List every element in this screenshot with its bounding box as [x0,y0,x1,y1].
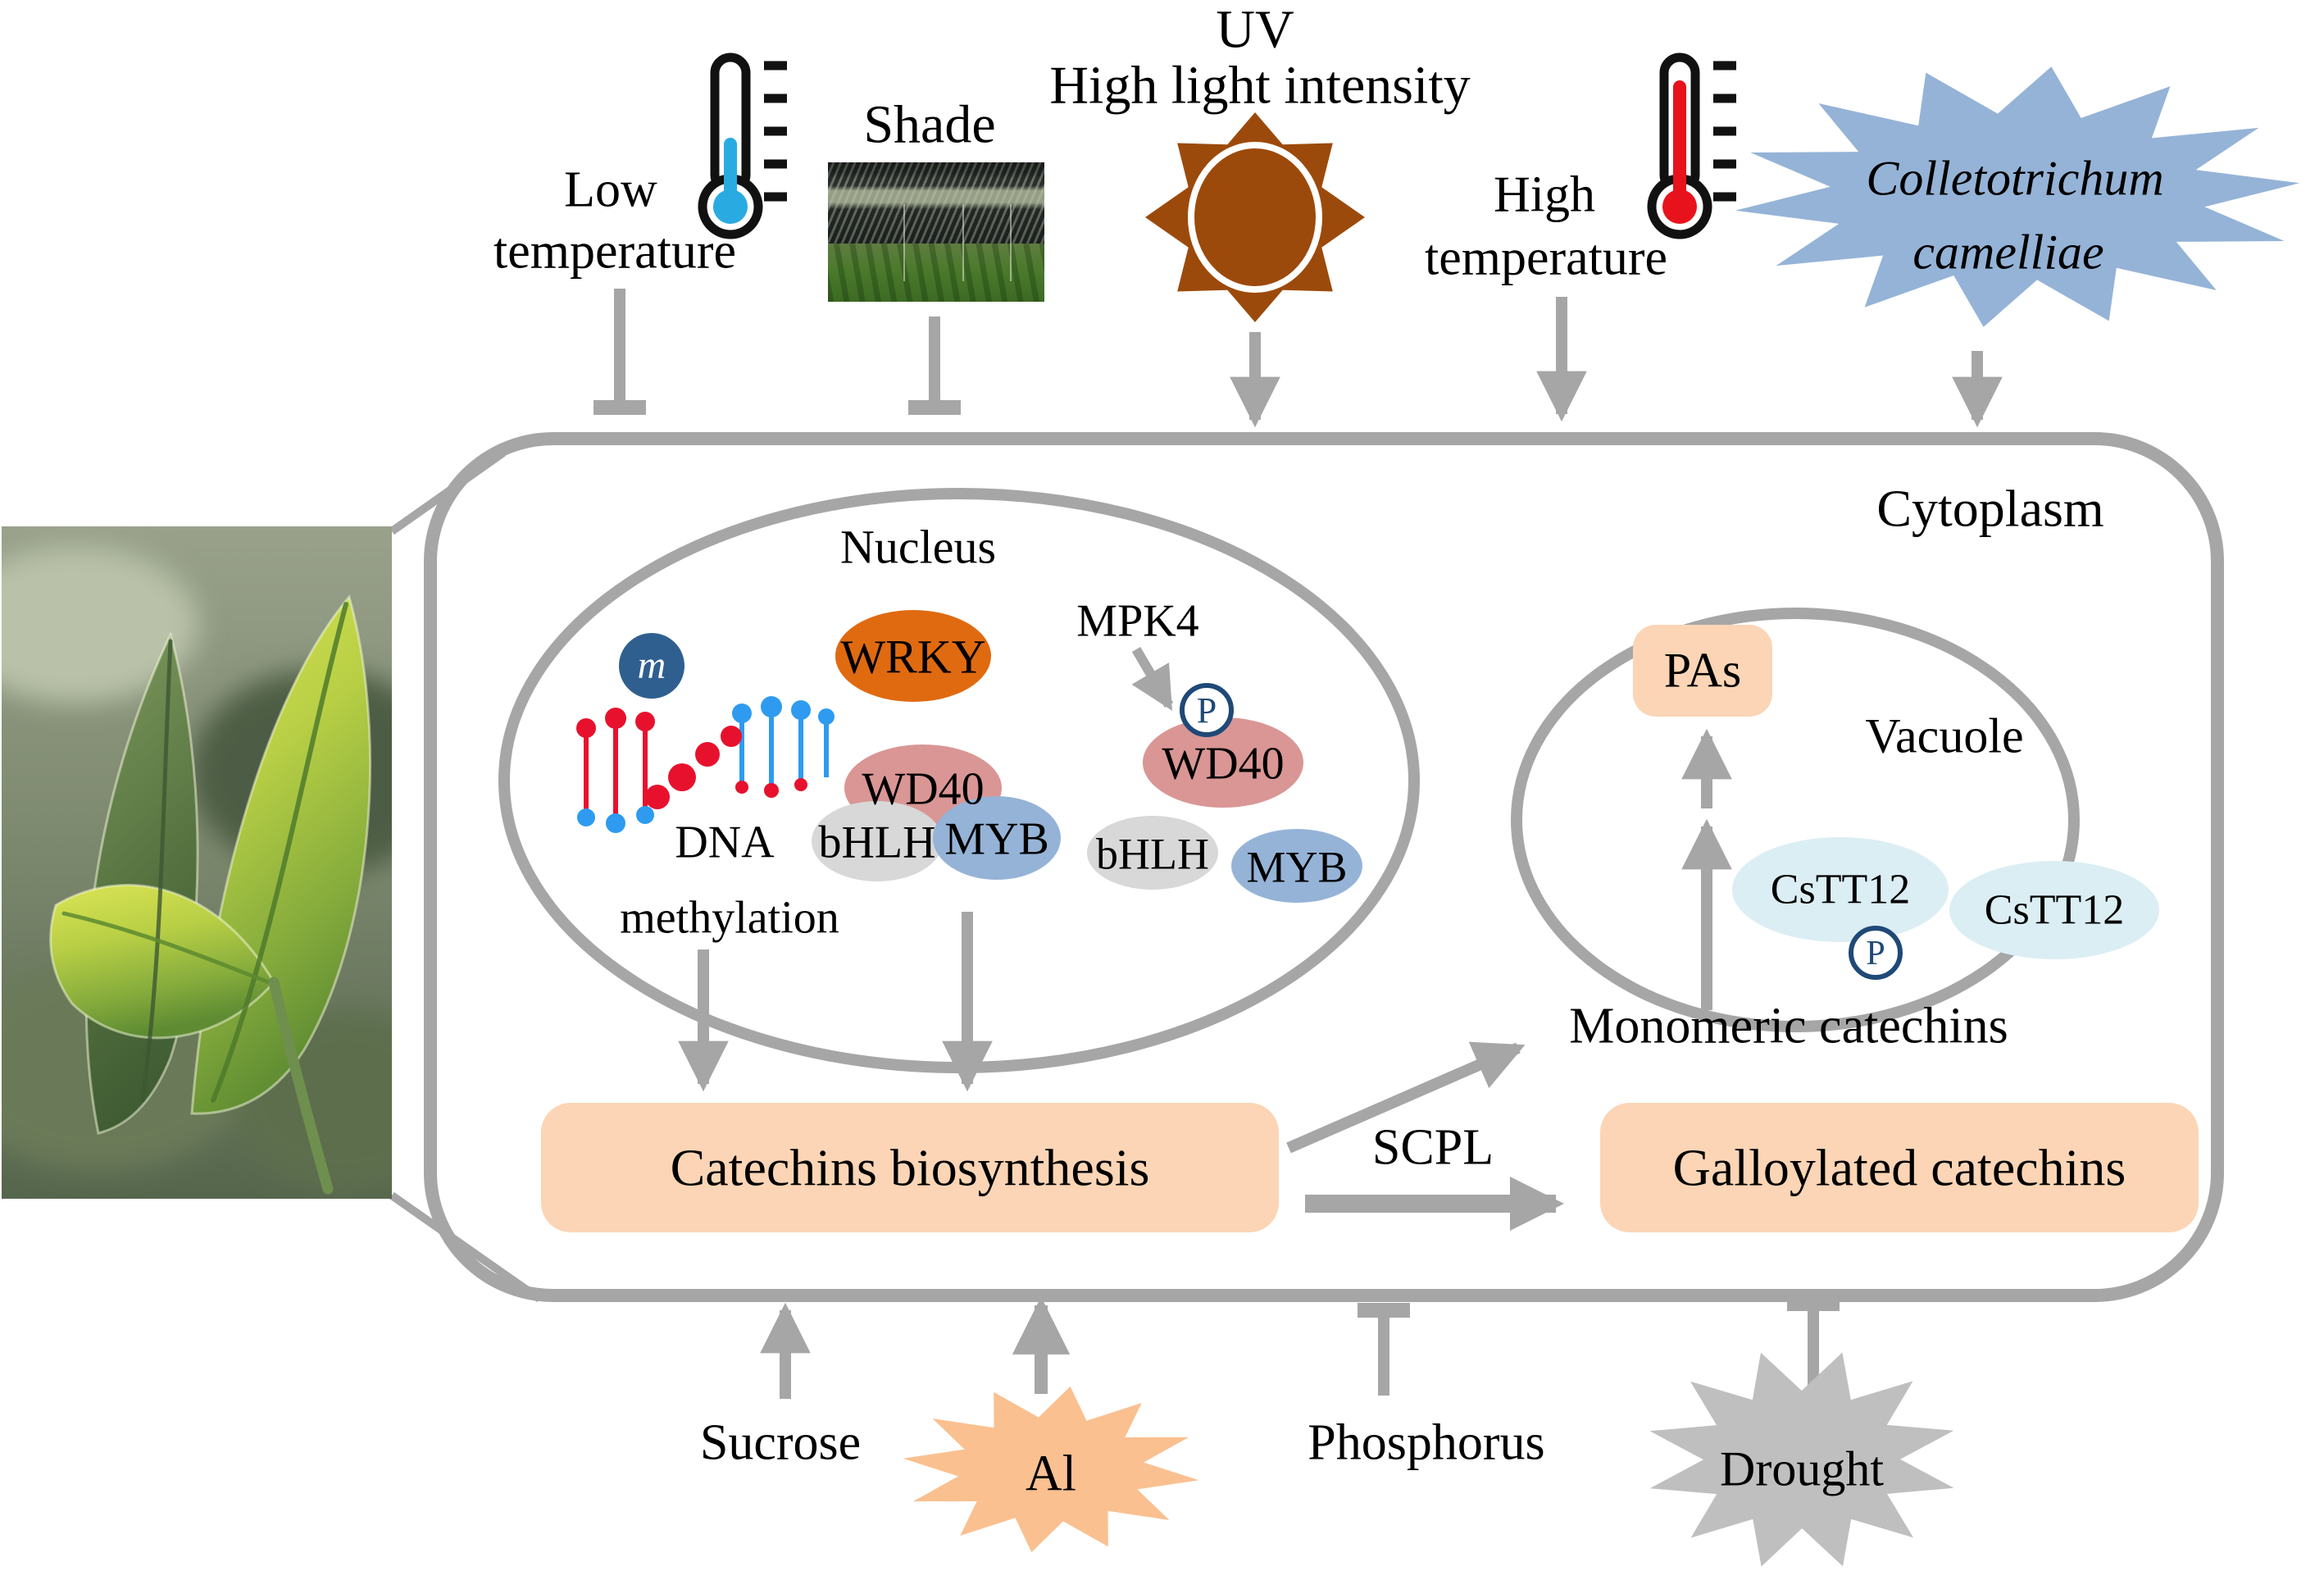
sun-icon [1145,112,1365,322]
bhlh-label-complex1: bHLH [818,817,936,868]
catechins-biosynthesis-box [541,1103,1279,1232]
thermometer-cold-icon [698,52,787,239]
bhlh-label-complex2: bHLH [1096,829,1209,879]
uv-label: UV [1216,0,1294,60]
cell-membrane [424,432,2224,1302]
phospho-label-cstt12: P [1866,934,1885,972]
myb-ellipse-complex1 [933,796,1061,880]
al-starburst [903,1386,1199,1553]
dna-label-1: DNA [675,817,775,868]
photo-callout-line-bottom [389,1191,542,1303]
pas-box [1633,625,1772,717]
drought-label: Drought [1720,1441,1884,1496]
dna-methylation-icon [576,633,835,833]
phosphorus-label: Phosphorus [1308,1414,1545,1471]
catechins-biosynthesis-label: Catechins biosynthesis [670,1138,1150,1197]
low-temp-label-2: temperature [493,223,737,280]
shade-net [828,162,1044,246]
pathogen-starburst [1735,66,2300,327]
al-label: Al [1026,1446,1076,1502]
mpk4-label: MPK4 [1076,595,1199,647]
tea-shoot-photo [2,526,392,1199]
phospho-badge-wd40 [1180,683,1234,737]
wrky-label: WRKY [840,630,986,684]
myb-label-complex2: MYB [1246,842,1348,892]
photo-callout-line-top [389,449,506,535]
drought-starburst [1649,1352,1954,1567]
wd40-ellipse-complex2 [1143,717,1303,808]
cstt12-membrane-label: CsTT12 [1770,866,1911,913]
sucrose-label: Sucrose [699,1414,862,1471]
cstt12-membrane-ellipse [1732,837,1949,942]
low-temp-label-1: Low [564,162,657,218]
dna-label-2: methylation [620,892,839,944]
thermometer-hot-icon [1647,52,1736,239]
pathogen-label-2: camelliae [1912,225,2104,280]
bhlh-ellipse-complex2 [1087,816,1218,890]
leaf-stem [268,977,334,1195]
high-temp-label-1: High [1494,166,1595,223]
phospho-label-wd40: P [1196,690,1217,731]
shade-photo [828,162,1044,302]
methyl-m-label: m [637,643,666,687]
catechins-to-monomeric-arrow [1286,1041,1526,1154]
cytoplasm-label: Cytoplasm [1876,479,2104,538]
pathogen-label-1: Colletotrichum [1866,151,2164,206]
pas-label: PAs [1663,643,1742,698]
wd40-label-complex1: WD40 [862,763,985,815]
wd40-label-complex2: WD40 [1162,738,1285,790]
low-temperature-inhibition-bar [594,289,646,415]
methyl-badge [619,633,684,699]
mpk4-phosphorylation-arrow [1131,646,1174,711]
galloylated-catechins-label: Galloylated catechins [1672,1138,2126,1197]
myb-ellipse-complex2 [1231,829,1362,903]
high-temp-label-2: temperature [1424,230,1668,286]
bhlh-ellipse-complex1 [812,801,943,881]
nucleus-label: Nucleus [839,520,997,574]
phospho-badge-cstt12 [1849,926,1903,980]
tea-field [828,243,1044,302]
galloylated-catechins-box [1600,1103,2199,1232]
vacuole-label: Vacuole [1865,708,2024,763]
wrky-ellipse [835,610,991,702]
vacuole-membrane [1511,608,2080,1032]
drought-inhibition-bar [1787,1296,1840,1387]
shade-inhibition-bar [908,316,961,415]
phosphorus-inhibition-bar [1358,1303,1410,1396]
cstt12-free-label: CsTT12 [1984,886,2125,934]
monomeric-catechins-label: Monomeric catechins [1569,998,2008,1054]
myb-label-complex1: MYB [944,813,1049,865]
cstt12-free-ellipse [1949,861,2159,959]
high-light-label: High light intensity [1049,55,1471,116]
shade-label: Shade [863,94,996,155]
scpl-label: SCPL [1371,1119,1494,1176]
